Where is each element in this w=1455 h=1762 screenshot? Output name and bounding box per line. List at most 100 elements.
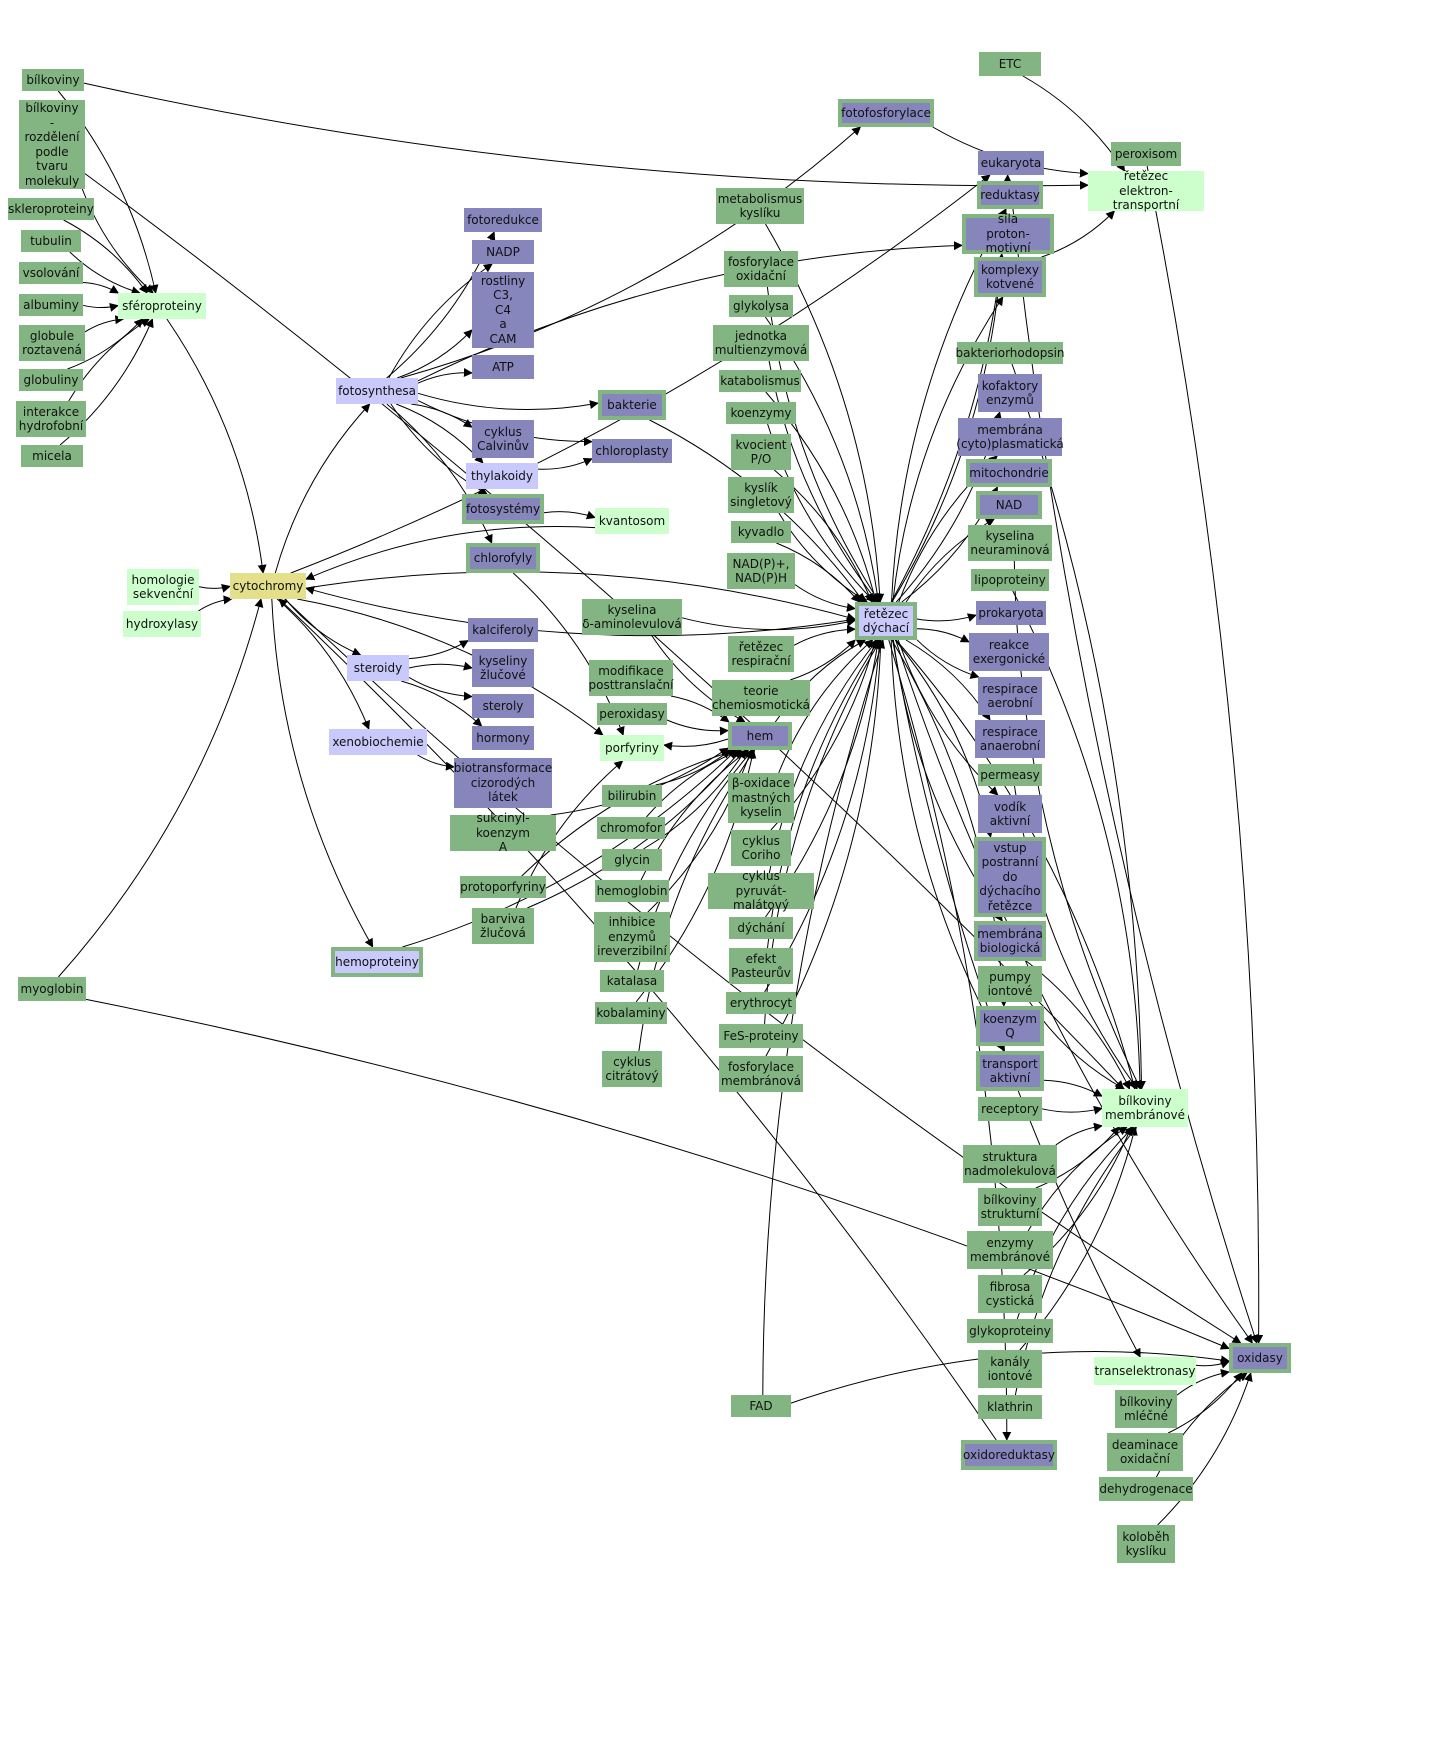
node-hormony[interactable]: hormony bbox=[472, 726, 534, 750]
node-fotofosforylace[interactable]: fotofosforylace bbox=[838, 99, 934, 127]
node-peroxidasy[interactable]: peroxidasy bbox=[597, 703, 667, 725]
node-beta-oxidace[interactable]: β-oxidace mastných kyselin bbox=[728, 773, 794, 823]
node-lipoproteiny[interactable]: lipoproteiny bbox=[971, 569, 1049, 591]
node-barviva[interactable]: barviva žlučová bbox=[472, 908, 534, 944]
node-erythrocyt[interactable]: erythrocyt bbox=[726, 992, 796, 1014]
node-fotosynthesa[interactable]: fotosynthesa bbox=[336, 378, 418, 404]
node-vsolovani[interactable]: vsolování bbox=[19, 262, 83, 284]
node-komplexy[interactable]: komplexy kotvené bbox=[974, 257, 1046, 297]
node-tubulin[interactable]: tubulin bbox=[21, 230, 81, 252]
node-modifikace[interactable]: modifikace posttranslační bbox=[589, 660, 674, 696]
node-hem[interactable]: hem bbox=[728, 722, 792, 750]
node-thylakoidy[interactable]: thylakoidy bbox=[466, 463, 538, 489]
node-mitochondrie[interactable]: mitochondrie bbox=[966, 459, 1052, 487]
node-bilkoviny[interactable]: bílkoviny bbox=[22, 69, 84, 91]
node-cytochromy[interactable]: cytochromy bbox=[230, 573, 306, 599]
node-sukcinyl[interactable]: sukcinyl-koenzym A bbox=[450, 811, 556, 854]
node-transport[interactable]: transport aktivní bbox=[976, 1051, 1044, 1091]
node-fibrosa[interactable]: fibrosa cystická bbox=[978, 1275, 1042, 1313]
node-etc[interactable]: ETC bbox=[979, 52, 1041, 76]
node-katabolismus[interactable]: katabolismus bbox=[719, 370, 801, 392]
node-reduktasy[interactable]: reduktasy bbox=[977, 181, 1043, 209]
node-fes[interactable]: FeS-proteiny bbox=[719, 1024, 803, 1048]
node-nad[interactable]: NAD bbox=[976, 491, 1042, 519]
node-hemoglobin[interactable]: hemoglobin bbox=[595, 880, 669, 902]
node-permeasy[interactable]: permeasy bbox=[978, 764, 1042, 786]
node-glycin[interactable]: glycin bbox=[602, 849, 662, 871]
node-fosforylace-oxidacni[interactable]: fosforylace oxidační bbox=[724, 251, 798, 287]
node-deaminace[interactable]: deaminace oxidační bbox=[1107, 1433, 1183, 1471]
node-membrana-cyto[interactable]: membrána (cyto)plasmatická bbox=[956, 418, 1064, 456]
node-chloroplasty[interactable]: chloroplasty bbox=[592, 439, 672, 463]
node-glykoproteiny[interactable]: glykoproteiny bbox=[967, 1319, 1053, 1343]
node-koenzym-q[interactable]: koenzym Q bbox=[976, 1006, 1044, 1046]
node-respirace-anaerobni[interactable]: respirace anaerobní bbox=[975, 720, 1045, 758]
node-bilirubin[interactable]: bilirubin bbox=[602, 785, 662, 807]
node-xenobiochemie[interactable]: xenobiochemie bbox=[329, 729, 427, 755]
node-kofaktory[interactable]: kofaktory enzymů bbox=[978, 374, 1042, 412]
node-cyklus-pyruvat[interactable]: cyklus pyruvát-malátový bbox=[708, 869, 814, 912]
node-glykolysa[interactable]: glykolysa bbox=[729, 295, 793, 317]
node-chlorofyly[interactable]: chlorofyly bbox=[466, 543, 540, 573]
node-bakterie[interactable]: bakterie bbox=[598, 390, 666, 420]
node-sila[interactable]: síla proton-motivní bbox=[962, 212, 1054, 255]
node-kvantosom[interactable]: kvantosom bbox=[595, 508, 669, 534]
node-nadph[interactable]: NAD(P)+, NAD(P)H bbox=[727, 553, 795, 589]
node-katalasa[interactable]: katalasa bbox=[600, 970, 664, 992]
node-metabolismus-kysliku[interactable]: metabolismus kyslíku bbox=[716, 188, 804, 224]
node-koenzymy[interactable]: koenzymy bbox=[726, 402, 796, 424]
node-hydroxylasy[interactable]: hydroxylasy bbox=[123, 611, 201, 637]
node-kanaly[interactable]: kanály iontové bbox=[978, 1350, 1042, 1388]
node-teorie[interactable]: teorie chemiosmotická bbox=[712, 680, 810, 716]
node-bilkoviny-strukturni[interactable]: bílkoviny strukturní bbox=[978, 1188, 1042, 1226]
node-kyseliny-zlucove[interactable]: kyseliny žlučové bbox=[472, 649, 534, 687]
node-enzymy-membranove[interactable]: enzymy membránové bbox=[967, 1231, 1053, 1269]
node-kobalaminy[interactable]: kobalaminy bbox=[595, 1002, 667, 1024]
node-fosforylace-membranova[interactable]: fosforylace membránová bbox=[719, 1056, 803, 1092]
node-cyklus-calvinuv[interactable]: cyklus Calvinův bbox=[472, 420, 534, 458]
node-skleroproteiny[interactable]: skleroproteiny bbox=[8, 198, 94, 220]
node-receptory[interactable]: receptory bbox=[978, 1097, 1042, 1121]
node-reakce[interactable]: reakce exergonické bbox=[969, 633, 1049, 671]
node-protoporfyriny[interactable]: protoporfyriny bbox=[460, 876, 546, 898]
node-myoglobin[interactable]: myoglobin bbox=[18, 977, 86, 1001]
node-steroly[interactable]: steroly bbox=[472, 694, 534, 718]
node-transelektronasy[interactable]: transelektronasy bbox=[1094, 1357, 1196, 1385]
node-bakteriorhodopsin[interactable]: bakteriorhodopsin bbox=[955, 342, 1065, 364]
node-fotoredukce[interactable]: fotoredukce bbox=[464, 208, 542, 232]
node-membrana-biologicka[interactable]: membrána biologická bbox=[974, 921, 1046, 961]
node-nadp[interactable]: NADP bbox=[472, 240, 534, 264]
node-sferoproteiny[interactable]: sféroproteiny bbox=[118, 293, 206, 319]
node-cyklus-citratovy[interactable]: cyklus citrátový bbox=[602, 1051, 662, 1087]
node-retezec-dychaci[interactable]: řetězec dýchací bbox=[855, 602, 917, 640]
node-rostliny[interactable]: rostliny C3, C4 a CAM bbox=[472, 272, 534, 348]
node-klathrin[interactable]: klathrin bbox=[978, 1395, 1042, 1419]
node-eukaryota[interactable]: eukaryota bbox=[978, 151, 1044, 175]
node-prokaryota[interactable]: prokaryota bbox=[976, 601, 1046, 625]
node-fotosystemy[interactable]: fotosystémy bbox=[462, 494, 544, 524]
node-bilkoviny-mlecne[interactable]: bílkoviny mléčné bbox=[1115, 1390, 1177, 1428]
node-oxidoreduktasy[interactable]: oxidoreduktasy bbox=[961, 1440, 1057, 1470]
node-globule[interactable]: globule roztavená bbox=[19, 325, 85, 361]
node-bilkoviny-membranove[interactable]: bílkoviny membránové bbox=[1102, 1089, 1188, 1127]
node-kyselina-ala[interactable]: kyselina δ-aminolevulová bbox=[582, 599, 682, 635]
node-oxidasy[interactable]: oxidasy bbox=[1229, 1343, 1291, 1373]
node-cyklus-coriho[interactable]: cyklus Coriho bbox=[731, 830, 791, 866]
node-albuminy[interactable]: albuminy bbox=[19, 294, 83, 316]
node-hemoproteiny[interactable]: hemoproteiny bbox=[331, 947, 423, 977]
node-inhibice[interactable]: inhibice enzymů ireverzibilní bbox=[594, 912, 670, 962]
node-kvocient[interactable]: kvocient P/O bbox=[731, 434, 791, 470]
node-kalciferoly[interactable]: kalciferoly bbox=[468, 618, 538, 642]
node-chromofor[interactable]: chromofor bbox=[597, 817, 665, 839]
node-globuliny[interactable]: globuliny bbox=[19, 369, 83, 391]
node-retezec-elektron[interactable]: řetězec elektron-transportní bbox=[1088, 169, 1204, 212]
node-respirace-aerobni[interactable]: respirace aerobní bbox=[978, 677, 1042, 715]
node-bilkoviny-rozdeleni[interactable]: bílkoviny - rozdělení podle tvaru moleku… bbox=[19, 100, 85, 189]
node-homologie[interactable]: homologie sekvenční bbox=[127, 569, 199, 605]
node-kyselina-neuraminova[interactable]: kyselina neuraminová bbox=[968, 525, 1052, 561]
node-atp[interactable]: ATP bbox=[472, 355, 534, 379]
node-vodik[interactable]: vodík aktivní bbox=[978, 795, 1042, 833]
node-micela[interactable]: micela bbox=[21, 445, 83, 467]
node-kyvadlo[interactable]: kyvadlo bbox=[731, 521, 791, 543]
node-retezec-respiracni[interactable]: řetězec respirační bbox=[728, 636, 794, 672]
